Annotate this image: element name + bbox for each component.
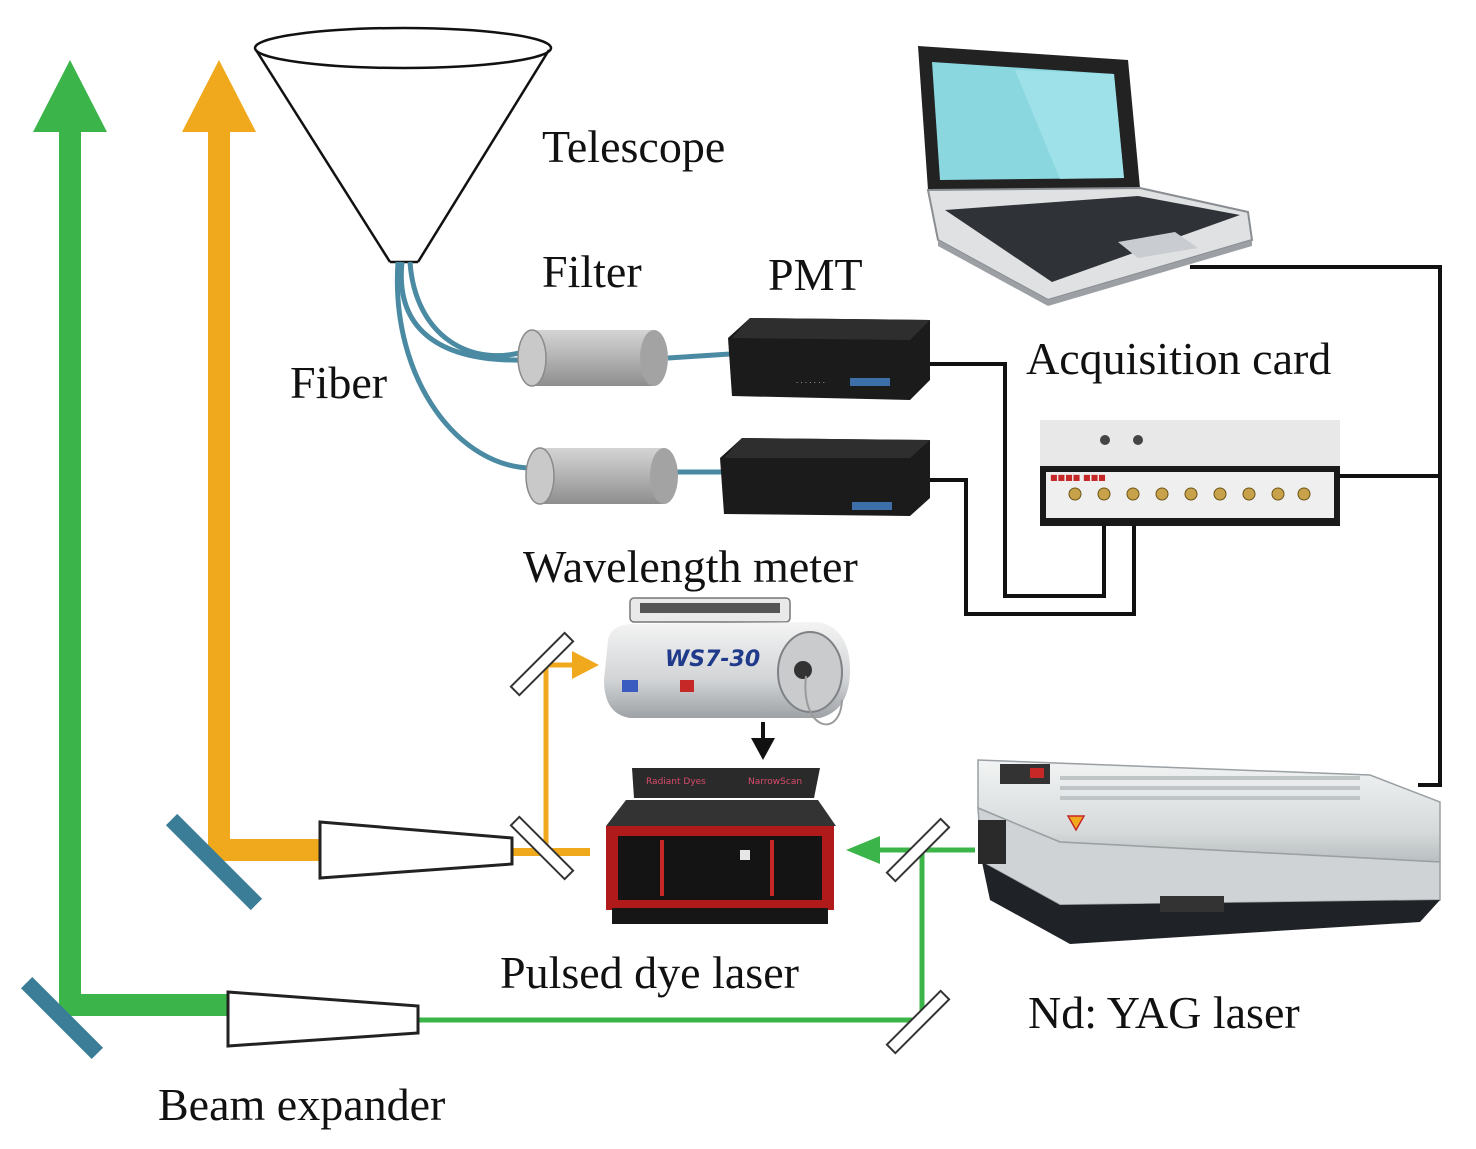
pmt-lower	[720, 438, 930, 516]
laptop	[918, 46, 1254, 306]
beam-expander-lower	[226, 990, 420, 1048]
mirror-orange-corner	[165, 813, 263, 911]
beamsplitter-orange	[509, 815, 575, 881]
filter-upper	[517, 329, 668, 387]
acquisition-card: ■■■■ ■■■	[1040, 420, 1340, 526]
mirror-green-lower	[885, 989, 951, 1055]
svg-text:· · · · · · ·: · · · · · · ·	[796, 379, 825, 387]
pmt-upper: · · · · · · ·	[728, 318, 930, 400]
svg-text:■■■■ ■■■: ■■■■ ■■■	[1050, 473, 1106, 482]
label-wavelength-meter: Wavelength meter	[523, 541, 858, 592]
label-pulsed-dye-laser: Pulsed dye laser	[500, 947, 799, 998]
wavelength-meter: WS7-30	[604, 597, 850, 726]
label-filter: Filter	[542, 246, 642, 297]
label-pmt: PMT	[768, 249, 863, 300]
mirror-green-corner	[20, 976, 104, 1060]
filter-lower	[525, 447, 678, 505]
mirror-green-upper	[885, 817, 951, 883]
fiber	[394, 261, 731, 475]
pulsed-dye-laser: Radiant Dyes NarrowScan	[606, 768, 836, 924]
dye-laser-brand-left: Radiant Dyes	[646, 777, 706, 787]
label-beam-expander: Beam expander	[158, 1079, 445, 1130]
beam-expander-upper	[318, 820, 514, 880]
signal-cables	[930, 265, 1442, 787]
wavemeter-arrow	[751, 738, 775, 760]
nd-yag-laser	[977, 759, 1441, 944]
orange-beam	[182, 60, 599, 861]
telescope	[253, 26, 553, 264]
mirror-orange-top	[509, 631, 575, 697]
wavemeter-model-text: WS7-30	[665, 647, 760, 672]
dye-laser-brand-right: NarrowScan	[748, 777, 802, 787]
label-acquisition-card: Acquisition card	[1026, 333, 1331, 384]
label-nd-yag-laser: Nd: YAG laser	[1028, 987, 1300, 1038]
label-telescope: Telescope	[542, 121, 725, 172]
label-fiber: Fiber	[290, 357, 387, 408]
